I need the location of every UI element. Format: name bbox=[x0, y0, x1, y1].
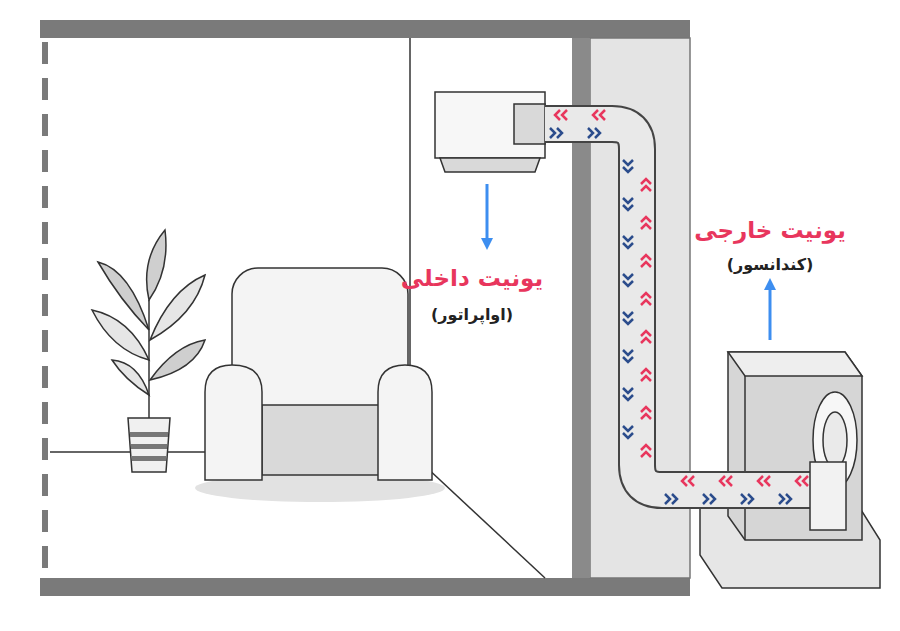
flow-chevron bbox=[623, 319, 633, 324]
armchair bbox=[205, 268, 432, 480]
flow-chevron bbox=[623, 243, 633, 248]
flow-chevron bbox=[689, 476, 694, 486]
flow-chevron bbox=[623, 433, 633, 438]
flow-chevron bbox=[623, 426, 633, 431]
flow-chevron bbox=[641, 186, 651, 191]
flow-chevron bbox=[557, 128, 562, 138]
flow-chevron bbox=[786, 494, 791, 504]
outdoor-unit bbox=[700, 352, 880, 588]
flow-chevron bbox=[550, 128, 555, 138]
flow-chevron bbox=[641, 376, 651, 381]
flow-chevron bbox=[623, 160, 633, 165]
flow-chevron bbox=[720, 476, 725, 486]
flow-chevron bbox=[641, 331, 651, 336]
flow-chevron bbox=[623, 167, 633, 172]
flow-chevron bbox=[641, 445, 651, 450]
flow-chevron bbox=[641, 407, 651, 412]
flow-chevron bbox=[623, 236, 633, 241]
dashed-wall bbox=[42, 42, 48, 575]
flow-chevron bbox=[588, 128, 593, 138]
flow-chevron bbox=[623, 395, 633, 400]
flow-chevron bbox=[641, 293, 651, 298]
flow-chevron bbox=[741, 494, 746, 504]
flow-chevron bbox=[623, 205, 633, 210]
flow-chevron bbox=[665, 494, 670, 504]
flow-chevron bbox=[641, 217, 651, 222]
floor-bar bbox=[40, 578, 690, 596]
flow-chevron bbox=[623, 357, 633, 362]
flow-chevron bbox=[641, 414, 651, 419]
flow-chevron bbox=[623, 388, 633, 393]
flow-chevron bbox=[623, 312, 633, 317]
leader-arrow bbox=[769, 284, 772, 340]
flow-chevron bbox=[641, 369, 651, 374]
flow-chevron bbox=[672, 494, 677, 504]
flow-chevron bbox=[803, 476, 808, 486]
flow-chevron bbox=[748, 494, 753, 504]
unit-subtitle: (اواپراتور) bbox=[431, 305, 513, 324]
flow-chevron bbox=[779, 494, 784, 504]
flow-chevron bbox=[555, 110, 560, 120]
flow-chevron bbox=[703, 494, 708, 504]
flow-chevron bbox=[682, 476, 687, 486]
flow-chevron bbox=[593, 110, 598, 120]
flow-chevron bbox=[641, 179, 651, 184]
flow-chevron bbox=[710, 494, 715, 504]
flow-chevron bbox=[641, 255, 651, 260]
refrigerant-pipe bbox=[545, 110, 812, 504]
flow-chevron bbox=[600, 110, 605, 120]
flow-chevron bbox=[765, 476, 770, 486]
indoor-unit bbox=[435, 92, 545, 172]
unit-title: یونیت داخلی bbox=[401, 265, 543, 291]
leader-arrow bbox=[486, 184, 489, 244]
flow-chevron bbox=[758, 476, 763, 486]
flow-chevron bbox=[641, 262, 651, 267]
flow-chevron bbox=[727, 476, 732, 486]
unit-subtitle: (کندانسور) bbox=[727, 255, 814, 274]
flow-chevron bbox=[623, 350, 633, 355]
flow-chevron bbox=[641, 224, 651, 229]
flow-chevron bbox=[562, 110, 567, 120]
flow-chevron bbox=[595, 128, 600, 138]
flow-chevron bbox=[623, 198, 633, 203]
flow-chevron bbox=[641, 452, 651, 457]
flow-chevron bbox=[623, 281, 633, 286]
flow-chevron bbox=[641, 300, 651, 305]
ceiling-bar bbox=[40, 20, 690, 38]
plant bbox=[92, 230, 205, 472]
service-valve-box bbox=[810, 462, 846, 530]
flow-chevron bbox=[796, 476, 801, 486]
flow-chevron bbox=[623, 274, 633, 279]
unit-title: یونیت خارجی bbox=[694, 217, 846, 243]
flow-chevron bbox=[641, 338, 651, 343]
